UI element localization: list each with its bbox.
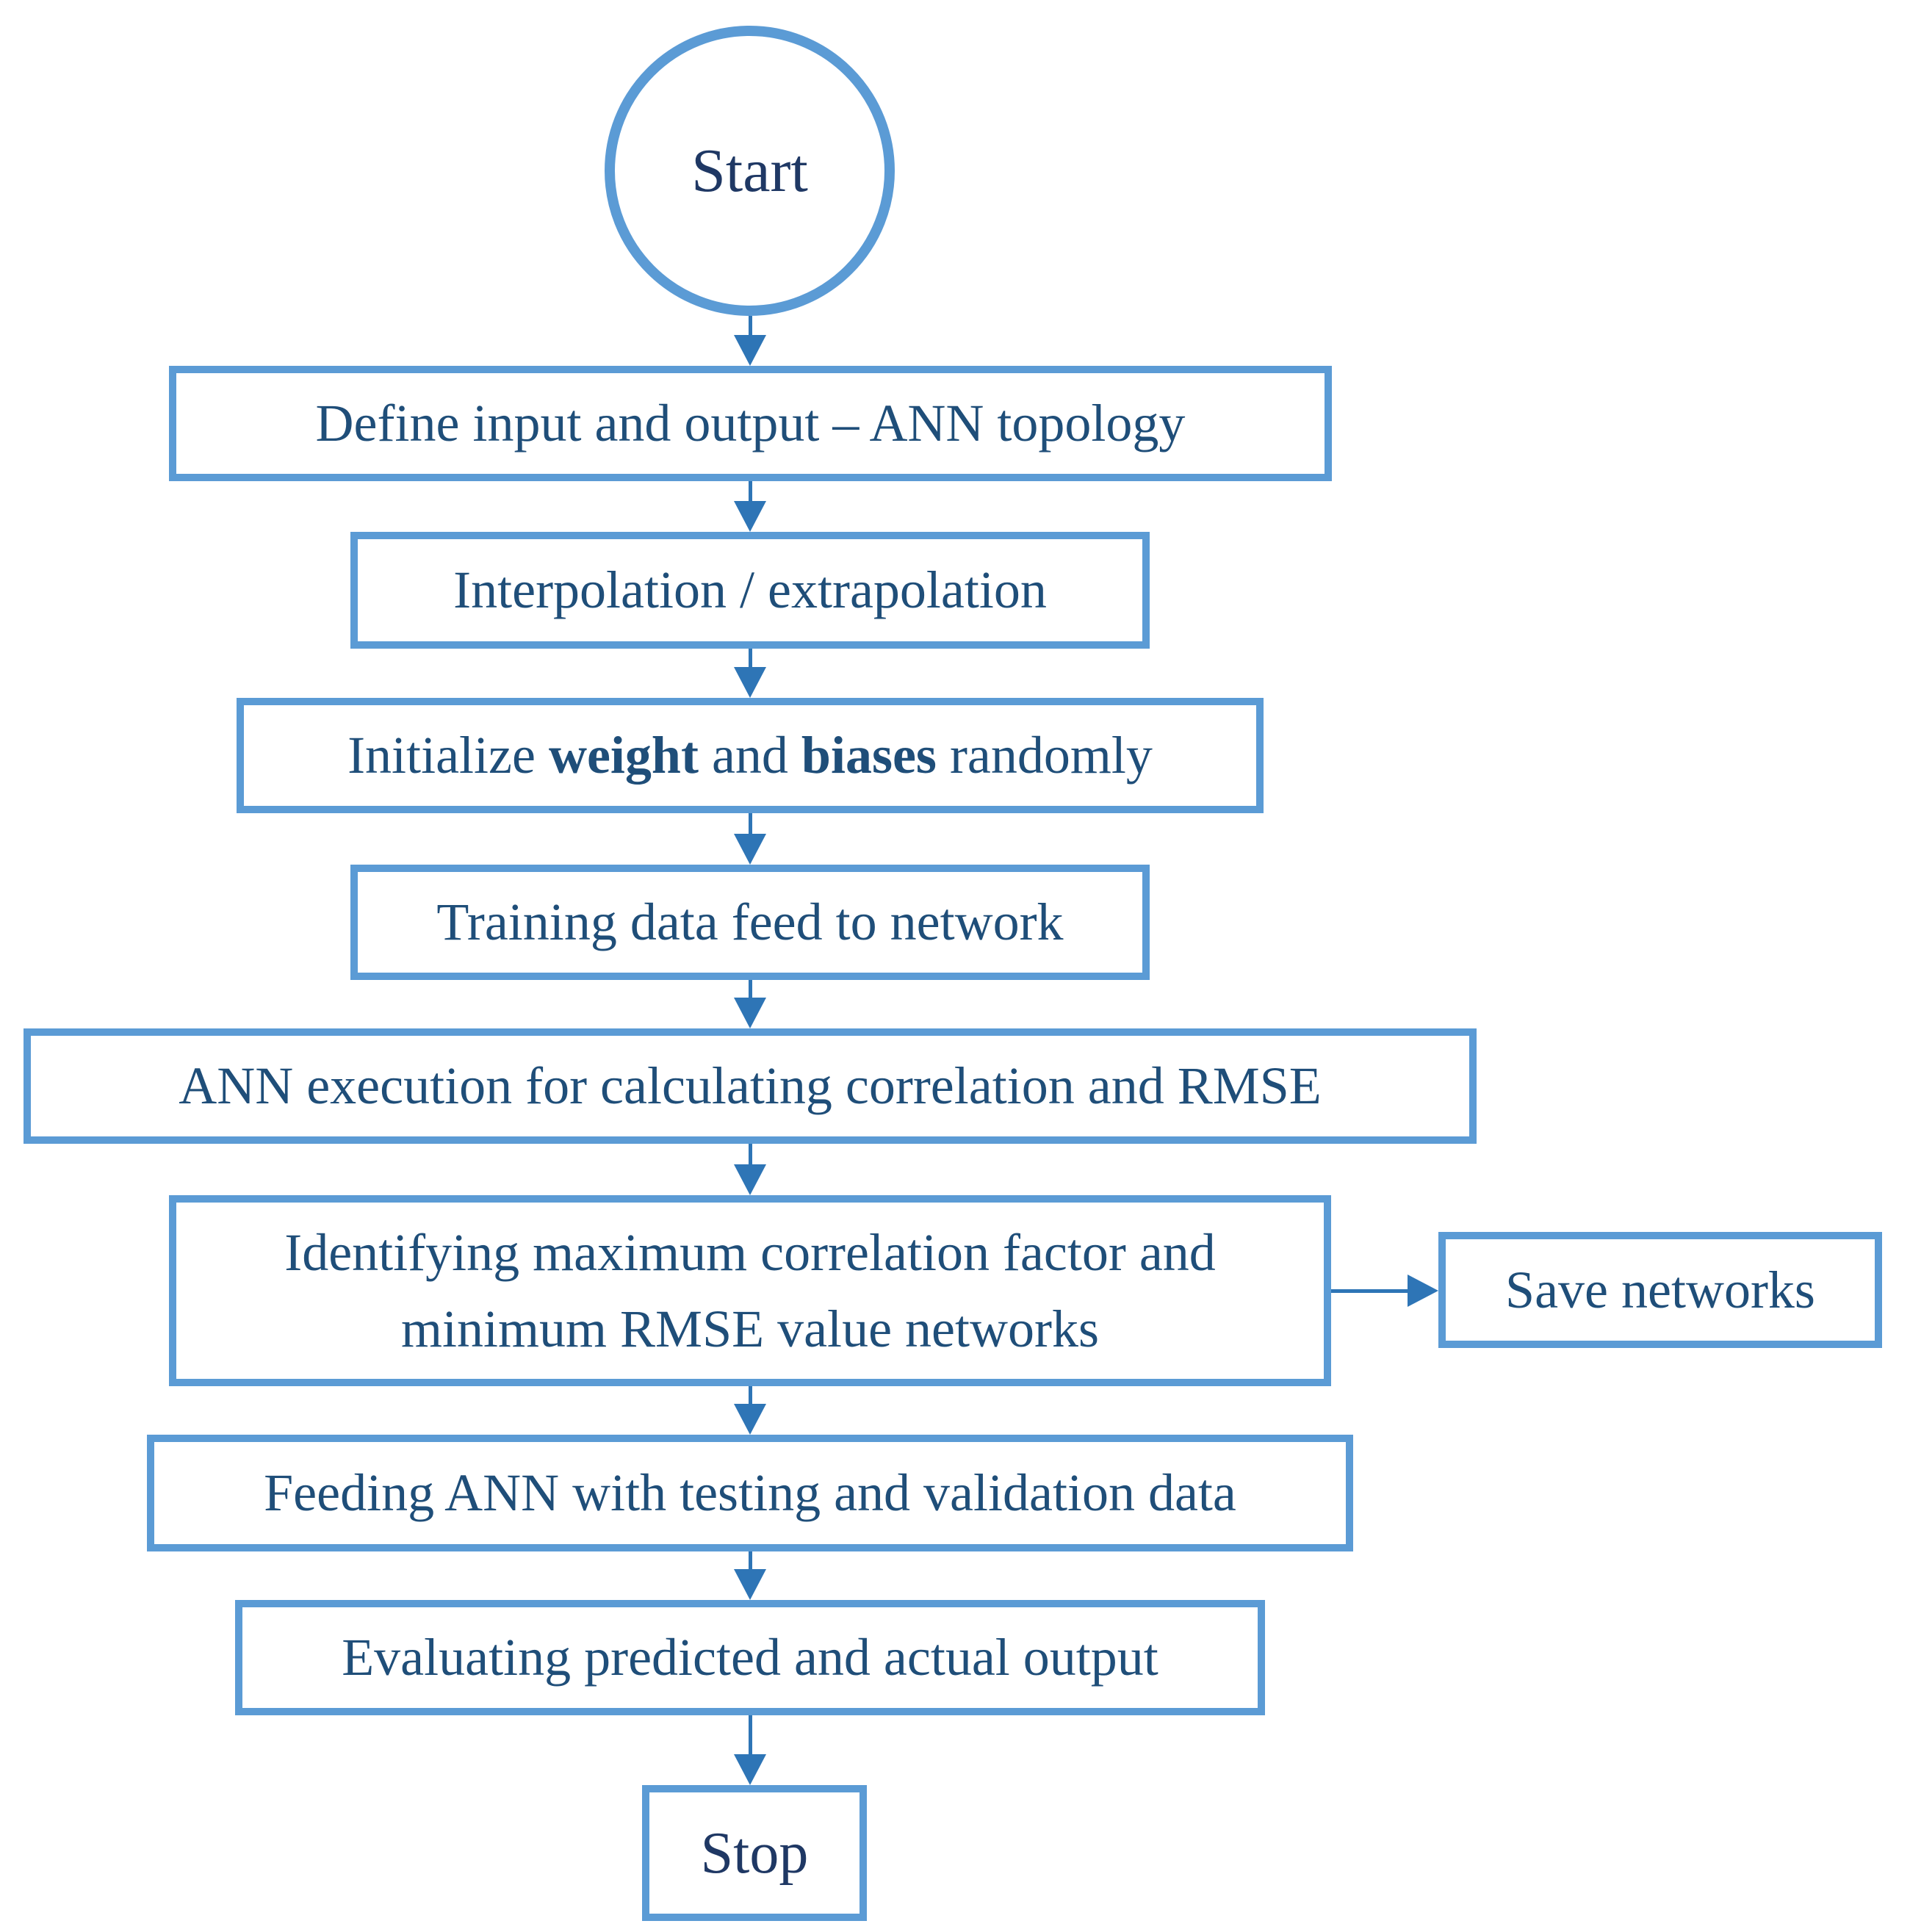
flow-arrow-start-to-define: [734, 316, 766, 366]
flow-arrow-initialize-to-training: [734, 813, 766, 865]
arrow-stem: [749, 1144, 752, 1166]
arrow-stem: [749, 316, 752, 336]
ann-execution-label: ANN execution for calculating correlatio…: [179, 1056, 1322, 1116]
arrow-down-icon: [734, 998, 766, 1028]
arrow-down-icon: [734, 1164, 766, 1195]
initialize-text-1: Initialize: [347, 726, 549, 785]
arrow-stem: [749, 980, 752, 999]
evaluating-output-label: Evaluating predicted and actual output: [342, 1628, 1158, 1687]
arrow-down-icon: [734, 1404, 766, 1435]
flow-node-initialize-weights: Initialize weight and biases randomly: [237, 698, 1264, 813]
flow-arrow-define-to-interpolation: [734, 481, 766, 532]
flow-node-feeding-testing: Feeding ANN with testing and validation …: [147, 1435, 1353, 1551]
flow-node-evaluating-output: Evaluating predicted and actual output: [235, 1600, 1265, 1715]
flow-arrow-interpolation-to-initialize: [734, 649, 766, 698]
arrow-right-icon: [1408, 1275, 1438, 1307]
initialize-bold-weight: weight: [548, 726, 699, 785]
arrow-stem: [749, 813, 752, 835]
flow-node-training-feed: Training data feed to network: [350, 865, 1150, 980]
arrow-down-icon: [734, 1569, 766, 1600]
feeding-testing-label: Feeding ANN with testing and validation …: [264, 1463, 1236, 1523]
arrow-down-icon: [734, 667, 766, 698]
flow-node-save-networks: Save networks: [1438, 1232, 1882, 1348]
arrow-stem: [749, 1386, 752, 1405]
arrow-down-icon: [734, 1754, 766, 1785]
start-label: Start: [691, 136, 808, 205]
initialize-weights-label: Initialize weight and biases randomly: [347, 717, 1153, 793]
interpolation-label: Interpolation / extrapolation: [453, 561, 1047, 620]
identifying-networks-label: Identifying maximum correlation factor a…: [284, 1222, 1216, 1358]
flow-node-ann-execution: ANN execution for calculating correlatio…: [24, 1028, 1477, 1144]
flow-node-interpolation: Interpolation / extrapolation: [350, 532, 1150, 649]
arrow-stem: [749, 1715, 752, 1756]
arrow-down-icon: [734, 501, 766, 532]
flow-arrow-feeding-to-evaluating: [734, 1551, 766, 1600]
training-feed-label: Training data feed to network: [436, 893, 1064, 952]
flow-arrow-identifying-to-feeding: [734, 1386, 766, 1435]
stop-label: Stop: [700, 1820, 809, 1886]
flow-arrow-identifying-to-save: [1331, 1275, 1438, 1307]
flow-node-identifying-networks: Identifying maximum correlation factor a…: [169, 1195, 1331, 1386]
arrow-down-icon: [734, 335, 766, 366]
initialize-bold-biases: biases: [801, 726, 937, 785]
arrow-stem: [749, 1551, 752, 1571]
flow-arrow-execution-to-identifying: [734, 1144, 766, 1195]
save-networks-label: Save networks: [1505, 1260, 1815, 1319]
flow-node-start: Start: [605, 26, 895, 316]
arrow-stem: [749, 649, 752, 668]
flow-arrow-evaluating-to-stop: [734, 1715, 766, 1785]
arrow-stem: [749, 481, 752, 502]
arrow-down-icon: [734, 834, 766, 865]
define-topology-label: Define input and output – ANN topology: [315, 394, 1186, 453]
initialize-text-3: randomly: [936, 726, 1153, 785]
flow-node-define-topology: Define input and output – ANN topology: [169, 366, 1332, 481]
arrow-stem: [1331, 1289, 1409, 1293]
flow-arrow-training-to-execution: [734, 980, 766, 1028]
initialize-text-2: and: [698, 726, 801, 785]
flow-node-stop: Stop: [642, 1785, 867, 1921]
